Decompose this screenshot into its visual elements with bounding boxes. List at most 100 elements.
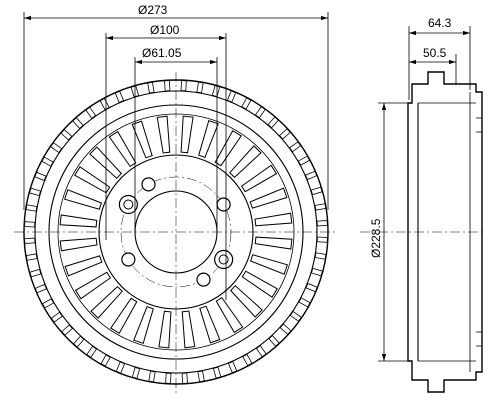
cooling-fin-slot <box>199 305 221 344</box>
cooling-fin-slot <box>180 115 194 154</box>
cooling-fin-slot <box>59 214 98 228</box>
threaded-hole-outer <box>118 194 138 215</box>
rim-tooth <box>85 106 97 119</box>
rim-tooth <box>72 117 84 130</box>
rim-tooth <box>305 170 318 181</box>
rim-tooth <box>255 345 267 358</box>
cooling-fin-slot <box>241 270 278 298</box>
side-section-view <box>360 71 484 393</box>
rim-tooth <box>73 335 85 348</box>
dim-center-bore-label: Ø61.05 <box>142 46 182 60</box>
rim-tooth <box>50 142 63 154</box>
rim-tooth <box>34 283 47 294</box>
rim-tooth <box>25 204 38 212</box>
rim-tooth <box>310 186 323 196</box>
cooling-fin-slot <box>250 254 289 275</box>
side-dimensions: 64.3 50.5 Ø228.5 <box>369 16 471 362</box>
drum-rim-inner <box>34 90 318 374</box>
rim-tooth <box>212 366 222 379</box>
front-view <box>14 72 338 396</box>
rim-tooth <box>305 282 318 293</box>
cooling-fin-slot <box>249 187 288 209</box>
cooling-fin-slot <box>215 296 244 334</box>
rim-tooth <box>297 155 311 166</box>
rim-tooth <box>278 128 291 140</box>
rim-tooth <box>24 221 36 228</box>
cooling-fin-slot <box>74 271 112 300</box>
cooling-fin-slot <box>59 237 98 252</box>
cooling-fin-slot <box>181 310 196 349</box>
cooling-fin-slot <box>110 297 138 334</box>
dim-inner-height-label: 50.5 <box>423 46 447 60</box>
rim-tooth <box>196 81 204 94</box>
rim-tooth <box>197 370 205 383</box>
rim-tooth <box>41 156 54 167</box>
cooling-fin-slot <box>90 285 123 319</box>
threaded-hole-outer <box>214 249 234 270</box>
rim-tooth <box>181 372 188 384</box>
rim-tooth <box>148 370 156 383</box>
cooling-fins <box>59 115 293 349</box>
threaded-hole-inner <box>123 199 134 210</box>
rim-tooth <box>60 129 73 141</box>
dim-bolt-circle-label: Ø100 <box>150 23 180 37</box>
rim-tooth <box>316 220 328 227</box>
bolt-hole <box>141 177 156 192</box>
cooling-fin-slot <box>63 189 102 210</box>
cooling-fin-slot <box>198 119 219 158</box>
rim-tooth <box>289 141 302 153</box>
cooling-fin-slot <box>156 115 171 154</box>
rim-tooth <box>24 237 36 244</box>
rim-tooth <box>29 268 42 278</box>
rim-tooth <box>227 361 238 374</box>
cooling-fin-slot <box>158 310 172 349</box>
center-bore <box>134 190 218 274</box>
cooling-fin-slot <box>64 255 103 277</box>
cooling-fin-slot <box>133 306 154 345</box>
rim-tooth <box>99 97 110 111</box>
bolt-hole <box>216 197 231 212</box>
rim-tooth <box>41 298 55 309</box>
cooling-fin-slot <box>229 285 263 318</box>
dim-drum-diameter-label: Ø228.5 <box>369 218 383 258</box>
wheel-bolt-holes <box>118 177 234 287</box>
cooling-fin-slot <box>74 166 111 194</box>
bolt-hole <box>196 272 211 287</box>
threaded-hole-inner <box>218 254 229 265</box>
rim-cooling-teeth <box>24 80 328 384</box>
drum-outer-rim <box>23 79 329 385</box>
rim-tooth <box>164 80 171 92</box>
rim-tooth <box>314 203 327 211</box>
rim-tooth <box>268 334 280 347</box>
cooling-fin-slot <box>214 130 242 167</box>
cooling-fin-slot <box>108 130 137 168</box>
rim-tooth <box>86 345 98 358</box>
bolt-circle-centerline <box>120 176 232 288</box>
rim-tooth <box>267 116 279 129</box>
rim-tooth <box>254 106 266 119</box>
rim-tooth <box>242 353 253 367</box>
rim-tooth <box>114 90 125 103</box>
rim-tooth <box>241 97 252 110</box>
drum-groove-ring <box>48 104 304 360</box>
cooling-fin-slot <box>131 120 153 159</box>
cooling-fin-slot <box>240 164 278 193</box>
cooling-fin-slot <box>254 236 293 250</box>
rim-tooth <box>298 297 311 308</box>
cooling-fin-slot <box>229 145 262 179</box>
rim-tooth <box>61 324 74 336</box>
rim-tooth <box>29 187 42 197</box>
dim-outer-diameter-label: Ø273 <box>138 3 168 17</box>
rim-tooth <box>180 80 187 92</box>
hub-face-circle <box>98 154 254 310</box>
rim-tooth <box>314 252 327 260</box>
rim-tooth <box>165 372 172 384</box>
rim-tooth <box>100 354 111 367</box>
dim-overall-height-label: 64.3 <box>428 16 452 30</box>
fins-outer-ring <box>57 113 295 351</box>
rim-tooth <box>147 81 155 94</box>
rim-tooth <box>289 310 302 322</box>
rim-tooth <box>211 85 221 98</box>
rim-tooth <box>316 236 328 243</box>
